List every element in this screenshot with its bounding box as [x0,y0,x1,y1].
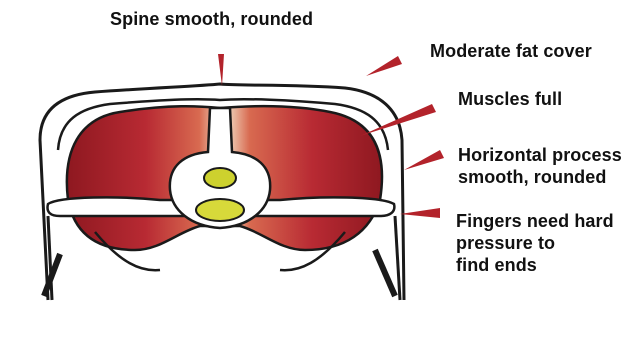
label-horizontal-process: Horizontal process smooth, rounded [458,144,622,188]
pointer-horizontal-process [404,150,444,170]
label-fingers-pressure: Fingers need hard pressure to find ends [456,210,614,276]
pointer-spine [218,54,224,86]
label-muscles: Muscles full [458,88,562,110]
vertebral-body [196,199,244,221]
spinal-canal [204,168,236,188]
pointer-fingers [400,208,440,218]
label-spine: Spine smooth, rounded [110,8,313,30]
label-fat-cover: Moderate fat cover [430,40,592,62]
pointer-fat-cover [366,56,402,76]
